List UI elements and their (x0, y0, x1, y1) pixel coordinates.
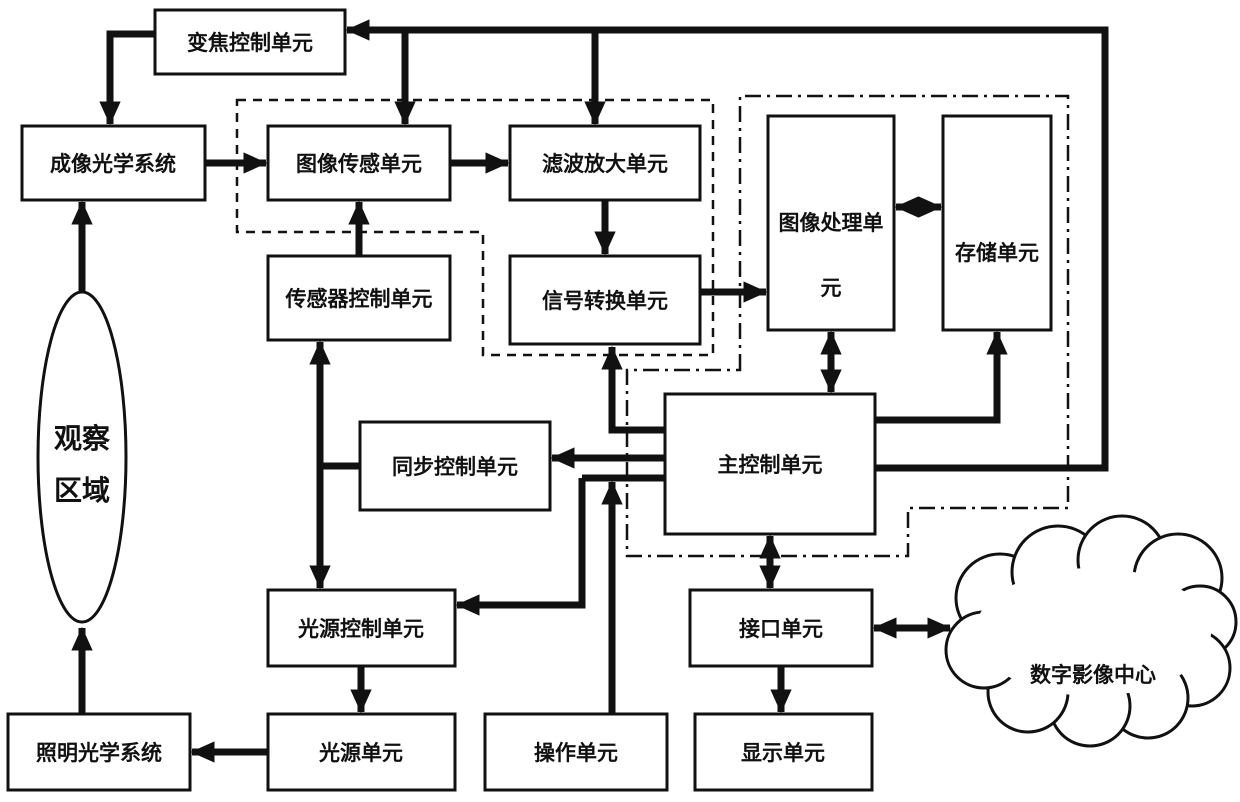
box-storage-unit (941, 114, 1053, 332)
label-operation: 操作单元 (534, 741, 618, 765)
label-image-processing-line1: 图像处理单 (779, 211, 884, 235)
label-image-processing-line2: 元 (821, 276, 842, 300)
label-filter-amp: 滤波放大单元 (542, 152, 668, 176)
box-illumination-optics (6, 712, 192, 792)
label-light-control: 光源控制单元 (297, 617, 424, 641)
box-light-control-unit (266, 588, 457, 668)
label-interface: 接口单元 (739, 617, 823, 641)
box-light-source-unit (266, 712, 457, 792)
label-sensor-control: 传感器控制单元 (285, 287, 433, 311)
label-sync-control: 同步控制单元 (392, 455, 518, 479)
label-zoom-control: 变焦控制单元 (187, 31, 313, 55)
label-storage: 存储单元 (955, 241, 1039, 265)
box-zoom-control-unit (153, 8, 347, 76)
cloud-core (975, 568, 1211, 696)
label-imaging-optics: 成像光学系统 (50, 152, 176, 176)
box-imaging-optics (20, 124, 207, 202)
cloud-digital-imaging-center (944, 514, 1238, 748)
box-signal-conversion-unit (508, 254, 702, 346)
box-display-unit (693, 712, 874, 792)
label-cloud: 数字影像中心 (1030, 663, 1156, 687)
label-display: 显示单元 (741, 741, 825, 765)
arrow-main-topbus-to-zoom (345, 19, 1109, 472)
box-filter-amp-unit (508, 124, 702, 202)
dashed-region-sensor-chain (235, 98, 715, 357)
arrow-zoom-to-imaging (99, 30, 155, 126)
label-observe-line1: 观察 (54, 422, 111, 455)
arrow-main-to-storage (875, 330, 1008, 424)
label-signal-conversion: 信号转换单元 (542, 289, 668, 313)
box-image-processing-unit (766, 114, 896, 332)
box-sync-control-unit (358, 420, 552, 512)
ellipse-observation-area (36, 290, 128, 624)
label-main-control: 主控制单元 (718, 453, 823, 477)
label-light-source: 光源单元 (318, 741, 403, 765)
arrow-main-to-signal (601, 345, 665, 434)
label-image-sensor: 图像传感单元 (296, 152, 422, 176)
box-sensor-control-unit (266, 254, 452, 342)
box-operation-unit (483, 712, 669, 792)
label-illumination: 照明光学系统 (36, 741, 162, 765)
arrow-main-to-lightctl (455, 478, 586, 616)
box-main-control-unit (663, 392, 877, 536)
box-image-sensor-unit (266, 124, 452, 202)
label-observe-line2: 区域 (54, 474, 110, 507)
box-interface-unit (688, 588, 874, 668)
